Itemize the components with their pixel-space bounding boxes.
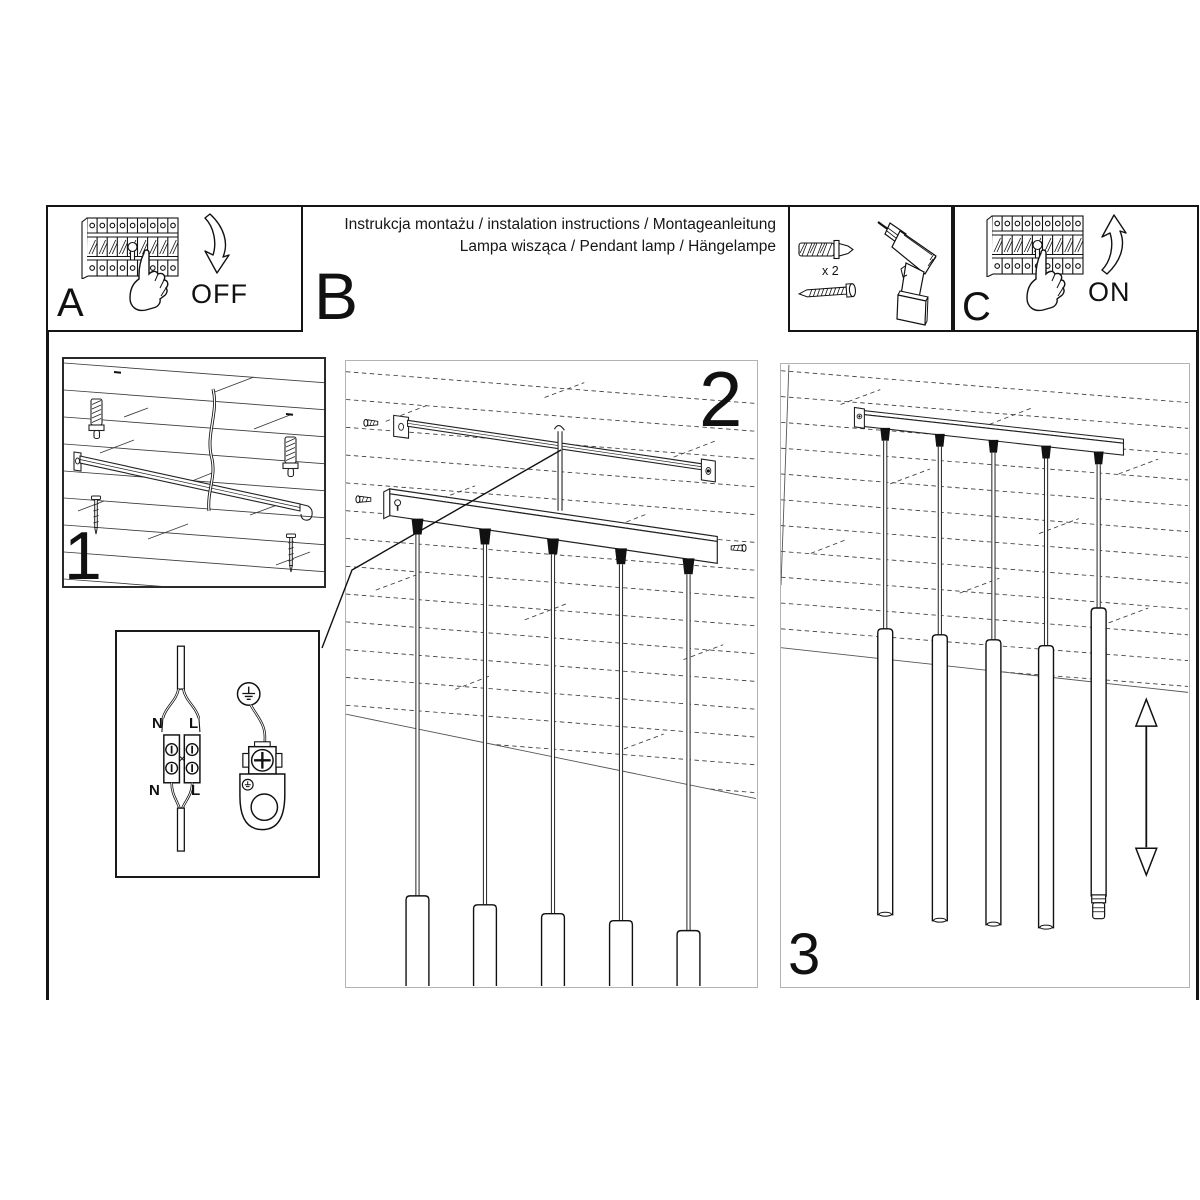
title-line-2: Lampa wisząca / Pendant lamp / Hängelamp…: [459, 238, 776, 255]
pendant-tube: [472, 904, 498, 986]
page-left-rule: [46, 205, 49, 1000]
finished-lamp-illustration: [781, 364, 1188, 930]
pendant-tube: [405, 895, 430, 986]
mounting-screw-icon: [730, 543, 747, 552]
cord-grommet: [880, 427, 891, 441]
screw-icon: [797, 283, 857, 298]
canopy-mounting-illustration: [346, 371, 756, 986]
terminal-label-l-bottom: L: [191, 782, 201, 799]
header-middle: Instrukcja montażu / instalation instruc…: [303, 205, 788, 332]
pendant-tube: [676, 929, 701, 986]
wall-anchor-icon: [798, 239, 854, 260]
wiring-detail-box: [115, 630, 320, 878]
curved-arrow-up-icon: [1101, 214, 1127, 275]
cord-grommet: [1041, 445, 1052, 459]
pendant-tube: [608, 919, 634, 986]
page-right-rule: [1196, 205, 1199, 1000]
screw-quantity-label: x 2: [822, 264, 839, 278]
pendant-tube: [985, 639, 1002, 926]
cord-grommet: [615, 548, 627, 565]
terminal-label-n-bottom: N: [149, 782, 160, 799]
section-b-label: B: [314, 259, 359, 333]
section-c-label: C: [962, 285, 991, 329]
step3-number: 3: [788, 922, 821, 987]
terminal-label-n-top: N: [152, 715, 163, 732]
drill-icon: [877, 221, 937, 326]
step1-panel: [62, 357, 326, 588]
gu10-bulb: [1092, 902, 1106, 920]
height-adjust-arrow-icon: [1134, 697, 1158, 878]
step3-panel: [780, 363, 1190, 988]
pendant-tube: [1037, 645, 1055, 929]
ceiling-bracket-illustration: [64, 362, 324, 586]
mounting-screw-icon: [355, 495, 372, 504]
tools-box: x 2: [788, 205, 953, 332]
pointing-hand-icon: [129, 249, 169, 312]
cord-grommet: [682, 558, 695, 575]
curved-arrow-down-icon: [204, 213, 230, 274]
pendant-tube: [877, 628, 894, 916]
on-label: ON: [1088, 277, 1131, 307]
pointing-hand-icon: [1026, 249, 1066, 312]
earth-clamp-illustration: [239, 741, 286, 831]
mounting-screw-icon: [363, 418, 379, 427]
breaker-panel-icon: [81, 217, 179, 279]
step2-panel: [345, 360, 758, 988]
power-off-box: OFF A: [46, 205, 303, 332]
off-label: OFF: [191, 279, 248, 309]
breaker-panel-icon: [986, 215, 1084, 277]
pendant-tube: [931, 634, 948, 922]
section-a-label: A: [57, 281, 84, 325]
ground-symbol-icon: [236, 682, 261, 706]
cord-grommet: [1093, 451, 1104, 465]
terminal-block-diagram: [161, 645, 286, 852]
pendant-tube: [540, 913, 566, 986]
title-line-1: Instrukcja montażu / instalation instruc…: [344, 216, 776, 233]
power-on-box: ON C: [953, 205, 1199, 332]
cord-grommet: [547, 538, 559, 555]
sheet-title: Instrukcja montażu / instalation instruc…: [303, 207, 776, 258]
cord-grommet: [411, 518, 424, 535]
step2-number: 2: [699, 355, 743, 443]
step1-number: 1: [64, 518, 102, 594]
cord-grommet: [988, 439, 999, 453]
terminal-label-l-top: L: [189, 715, 199, 732]
cord-grommet: [934, 433, 945, 447]
cord-grommet: [479, 528, 491, 545]
pendant-tube: [1090, 607, 1107, 897]
